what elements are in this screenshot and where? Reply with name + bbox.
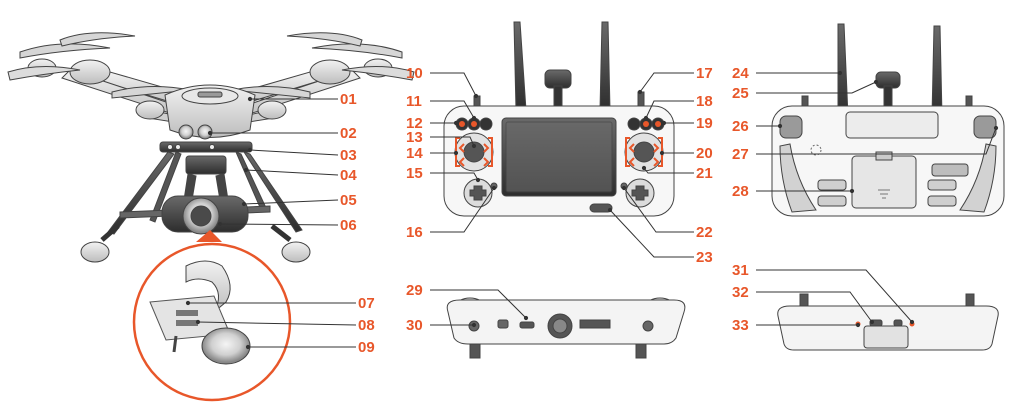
leader-line-03 (249, 149, 339, 156)
leader-dot-33 (855, 322, 861, 328)
leader-line-31 (756, 269, 913, 323)
leader-dot-27 (993, 125, 999, 131)
leader-line-06 (219, 223, 339, 226)
callout-label-16: 16 (406, 224, 423, 241)
leader-dot-16 (491, 185, 497, 191)
leader-dot-22 (621, 185, 627, 191)
callout-label-17: 17 (696, 65, 713, 82)
callout-label-05: 05 (340, 192, 357, 209)
callout-label-01: 01 (340, 91, 357, 108)
callout-label-23: 23 (696, 249, 713, 266)
leader-dot-03 (247, 147, 253, 153)
leader-dot-10 (473, 93, 479, 99)
drone-illustration (7, 32, 415, 263)
leader-dot-12 (453, 120, 459, 126)
leader-dot-08 (195, 319, 201, 325)
callout-leader-lines (185, 70, 999, 350)
callout-label-25: 25 (732, 85, 749, 102)
leader-line-32 (756, 291, 873, 323)
leader-dot-30 (471, 322, 477, 328)
callout-label-19: 19 (696, 115, 713, 132)
controller-back-illustration (771, 23, 1005, 217)
leader-dot-02 (207, 130, 213, 136)
callout-label-29: 29 (406, 282, 423, 299)
callout-label-13: 13 (406, 129, 423, 146)
leader-dot-26 (777, 123, 783, 129)
callout-label-24: 24 (732, 65, 749, 82)
callout-label-02: 02 (340, 125, 357, 142)
callout-label-10: 10 (406, 65, 423, 82)
leader-line-15 (430, 172, 479, 181)
controller-front-illustration (443, 21, 675, 217)
leader-dot-04 (243, 167, 249, 173)
leader-line-22 (623, 187, 694, 233)
leader-dot-20 (659, 150, 665, 156)
leader-dot-07 (185, 300, 191, 306)
callout-label-28: 28 (732, 183, 749, 200)
callout-label-18: 18 (696, 93, 713, 110)
leader-line-10 (430, 72, 477, 97)
leader-dot-11 (471, 115, 477, 121)
inset-pointer (196, 230, 222, 242)
leader-line-13 (430, 136, 475, 147)
leader-line-25 (756, 81, 877, 94)
callout-label-14: 14 (406, 145, 423, 162)
controller-top-illustration (777, 293, 999, 351)
leader-dot-13 (471, 143, 477, 149)
callout-label-22: 22 (696, 224, 713, 241)
leader-line-04 (245, 169, 339, 176)
callout-label-32: 32 (732, 284, 749, 301)
controller-bottom-illustration (446, 297, 686, 359)
inset-illustration (132, 230, 292, 402)
leader-line-08 (197, 321, 357, 326)
leader-dot-32 (869, 319, 875, 325)
callout-label-11: 11 (406, 93, 422, 110)
leader-dot-17 (637, 89, 643, 95)
callout-label-31: 31 (732, 262, 749, 279)
leader-dot-19 (661, 120, 667, 126)
leader-line-27 (756, 127, 997, 155)
leader-line-16 (430, 187, 495, 233)
callout-label-20: 20 (696, 145, 713, 162)
leader-line-05 (243, 199, 339, 205)
leader-dot-14 (453, 150, 459, 156)
leader-dot-18 (643, 115, 649, 121)
leader-dot-21 (641, 165, 647, 171)
callout-label-21: 21 (696, 165, 713, 182)
callout-label-30: 30 (406, 317, 423, 334)
callout-label-15: 15 (406, 165, 423, 182)
callout-label-26: 26 (732, 118, 749, 135)
callout-label-06: 06 (340, 217, 357, 234)
callout-label-04: 04 (340, 167, 357, 184)
leader-line-21 (643, 167, 694, 174)
leader-line-23 (609, 209, 694, 258)
leader-dot-05 (241, 201, 247, 207)
callout-label-08: 08 (358, 317, 375, 334)
leader-dot-25 (873, 79, 879, 85)
callout-label-12: 12 (406, 115, 423, 132)
leader-dot-29 (523, 315, 529, 321)
leader-dot-15 (475, 177, 481, 183)
callout-label-03: 03 (340, 147, 357, 164)
leader-dot-24 (837, 70, 843, 76)
leader-dot-09 (245, 344, 251, 350)
leader-dot-01 (247, 96, 253, 102)
callout-label-09: 09 (358, 339, 375, 356)
callout-label-27: 27 (732, 146, 749, 163)
callout-label-07: 07 (358, 295, 375, 312)
leader-line-18 (645, 100, 694, 119)
leader-dot-23 (607, 207, 613, 213)
leader-line-17 (639, 72, 694, 93)
leader-dot-31 (909, 319, 915, 325)
leader-dot-06 (217, 221, 223, 227)
callout-label-33: 33 (732, 317, 749, 334)
leader-dot-28 (849, 188, 855, 194)
leader-line-29 (430, 289, 527, 319)
leader-line-11 (430, 100, 475, 119)
